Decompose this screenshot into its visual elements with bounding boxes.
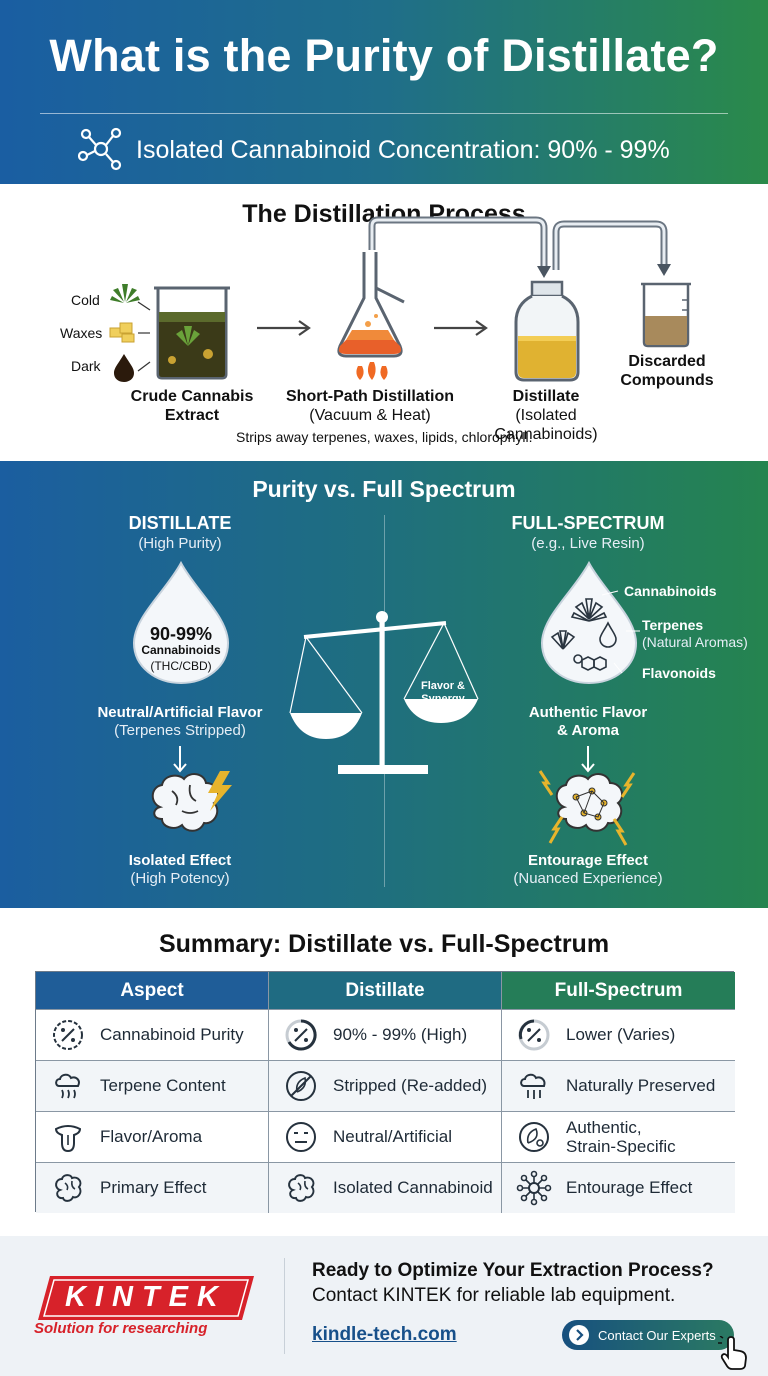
full-spectrum-sub: (e.g., Live Resin) [531,535,645,552]
table-cell: Neutral/Artificial [269,1111,501,1162]
distillate-flavor-sub: (Terpenes Stripped) [114,722,246,739]
header-divider [40,113,728,114]
table-cell: Primary Effect [36,1162,268,1213]
summary-table: Aspect Distillate Full-Spectrum Cannabin… [35,971,735,1213]
full-spectrum-flavor: Authentic Flavor& Aroma [528,704,648,739]
down-arrow-icon [173,746,187,773]
summary-title: Summary: Distillate vs. Full-Spectrum [158,930,610,958]
distillate-effect-sub: (High Potency) [130,870,230,887]
percent-gauge-low-icon [518,1019,550,1051]
percent-gauge-icon [285,1019,317,1051]
chevron-right-icon [569,1325,589,1345]
process-arrow-2 [434,320,488,336]
fs-item-flavonoids: Flavonoids [642,665,716,681]
strain-icon [519,1122,549,1152]
comparison-title: Purity vs. Full Spectrum [252,476,516,502]
network-icon [516,1170,552,1206]
table-cell: Entourage Effect [502,1162,735,1213]
table-header-full: Full-Spectrum [502,972,735,1009]
neutral-face-icon [286,1122,316,1152]
distillate-sub: (High Purity) [138,535,222,552]
fs-item-terpenes: Terpenes [642,617,704,633]
molecule-icon [78,127,122,171]
dark-drop-icon [114,354,134,382]
table-cell: Flavor/Aroma [36,1111,268,1162]
scale-label-flavor: Flavor &Synergy [420,680,465,705]
fs-item-terpenes-sub: (Natural Aromas) [642,634,748,650]
kintek-logo-badge [38,1276,254,1320]
distillation-flask-icon [337,252,405,380]
full-spectrum-heading: FULL-SPECTRUM [511,513,665,533]
table-cell: Terpene Content [36,1060,268,1111]
process-arrow-1 [257,320,311,336]
brain-network-icon [538,770,636,846]
balance-scale-icon [289,611,479,774]
distillate-heading: DISTILLATE [128,513,232,533]
full-spectrum-leaders [601,590,640,674]
down-arrow-icon [581,746,595,773]
kintek-logo: KINTEK [65,1281,227,1313]
fs-item-cannabinoids: Cannabinoids [624,583,717,599]
table-divider [501,972,502,1213]
input-label-dark: Dark [71,358,101,374]
input-icons [109,284,151,382]
table-cell: Lower (Varies) [502,1009,735,1060]
condenser-tube [368,216,671,278]
input-label-waxes: Waxes [60,325,103,341]
full-spectrum-effect-sub: (Nuanced Experience) [513,870,663,887]
footer-headline: Ready to Optimize Your Extraction Proces… [312,1260,714,1281]
full-spectrum-drop-icon [540,560,638,685]
pointer-hand-icon [718,1336,747,1370]
table-cell: Authentic,Strain-Specific [502,1111,735,1162]
comparison-section: Purity vs. Full Spectrum DISTILLATE (Hig… [0,461,768,908]
table-cell: 90% - 99% (High) [269,1009,501,1060]
table-header-distillate: Distillate [269,972,501,1009]
table-header-aspect: Aspect [36,972,268,1009]
brain-icon [55,1174,82,1202]
distillate-effect: Isolated Effect [128,852,232,869]
table-cell: Isolated Cannabinoid [269,1162,501,1213]
brain-icon [288,1174,315,1202]
table-divider [268,972,269,1213]
tongue-icon [54,1125,82,1153]
brain-lightning-icon [151,771,232,832]
process-note: Strips away terpenes, waxes, lipids, chl… [236,429,533,445]
full-spectrum-effect: Entourage Effect [527,852,648,869]
distillate-drop-text: 90-99% Cannabinoids (THC/CBD) [141,624,221,673]
crude-beaker-icon [154,286,230,380]
footer-subline: Contact KINTEK for reliable lab equipmen… [312,1285,676,1306]
aroma-cloud-icon [55,1073,80,1099]
concentration-text: Isolated Cannabinoid Concentration: 90% … [136,136,670,164]
wax-chunks-icon [109,322,135,343]
percent-badge-icon [53,1020,83,1050]
cannabis-leaf-icon [110,284,140,303]
kintek-tagline: Solution for researching [34,1320,208,1337]
contact-experts-button[interactable]: Contact Our Experts [562,1320,734,1350]
page-title: What is the Purity of Distillate? [49,30,719,81]
table-cell: Stripped (Re-added) [269,1060,501,1111]
prohibited-leaf-icon [286,1071,316,1101]
distillate-jar-icon [514,280,580,382]
distillate-drop-icon [132,560,230,685]
step-distillate: Distillate (Isolated Cannabinoids) [494,388,598,443]
scale-label-potency: Potency [305,717,349,729]
footer-divider [284,1258,285,1354]
table-cell: Cannabinoid Purity [36,1009,268,1060]
discarded-beaker-icon [641,282,691,348]
table-cell: Naturally Preserved [502,1060,735,1111]
distillate-flavor: Neutral/Artificial Flavor [97,704,263,721]
header-banner: What is the Purity of Distillate? Isolat… [0,0,768,184]
step-distillation: Short-Path Distillation (Vacuum & Heat) [286,388,454,424]
website-link[interactable]: kindle-tech.com [312,1324,457,1345]
input-label-cold: Cold [71,292,100,308]
preserved-cloud-icon [520,1073,546,1099]
